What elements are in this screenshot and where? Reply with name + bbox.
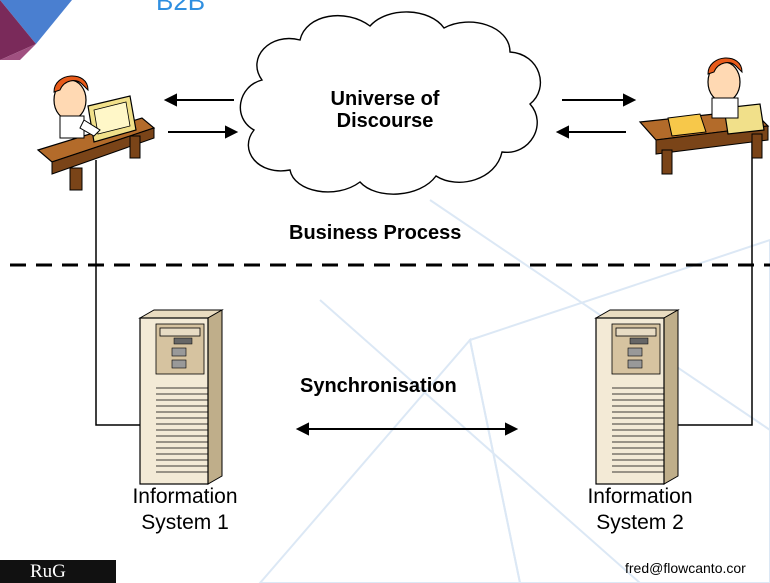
system2-line1: Information xyxy=(587,485,693,508)
slide-title: B2B xyxy=(156,0,206,16)
system2-caption: Information System 2 xyxy=(565,484,715,536)
connection-lines xyxy=(95,140,753,426)
system1-line1: Information xyxy=(132,485,238,508)
logo-diamond-icon xyxy=(0,0,72,60)
sync-arrow xyxy=(295,422,519,436)
synchronisation-label: Synchronisation xyxy=(300,375,457,397)
server-left-icon xyxy=(138,309,224,485)
cloud-shape xyxy=(239,11,541,195)
server-right-icon xyxy=(594,309,680,485)
person-left-icon xyxy=(36,75,156,191)
cloud-label: Universe of Discourse xyxy=(330,88,440,132)
watermark-shapes xyxy=(258,199,770,583)
person-right-icon xyxy=(638,57,770,175)
footer-email: fred@flowcanto.cor xyxy=(625,560,746,576)
business-process-label: Business Process xyxy=(289,222,462,244)
system1-caption: Information System 1 xyxy=(110,484,260,536)
rug-logo-badge: RuG xyxy=(0,560,116,583)
left-arrows xyxy=(163,93,239,139)
system2-line2: System 2 xyxy=(596,511,684,534)
system1-line2: System 1 xyxy=(141,511,229,534)
right-arrows xyxy=(555,93,637,139)
